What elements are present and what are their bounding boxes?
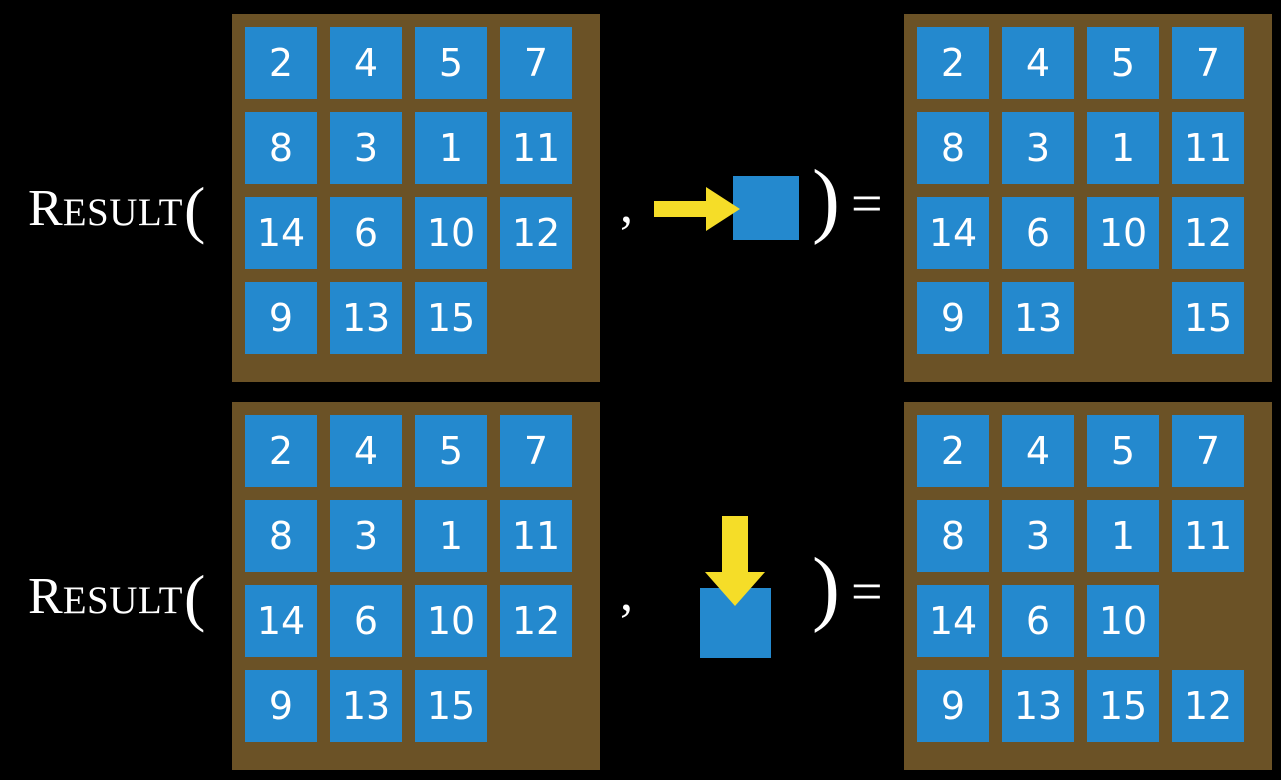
tile[interactable]: 2 <box>917 415 989 487</box>
tile[interactable]: 5 <box>415 27 487 99</box>
tile[interactable]: 10 <box>1087 585 1159 657</box>
tile[interactable]: 2 <box>245 27 317 99</box>
tile[interactable]: 10 <box>415 585 487 657</box>
blank-tile <box>1087 282 1159 354</box>
tile[interactable]: 3 <box>1002 112 1074 184</box>
input-grid-bottom: 2 4 5 7 8 3 1 11 14 6 10 12 9 13 15 <box>232 402 600 770</box>
tile[interactable]: 11 <box>500 112 572 184</box>
tile[interactable]: 14 <box>245 197 317 269</box>
tile[interactable]: 10 <box>1087 197 1159 269</box>
tile[interactable]: 5 <box>1087 415 1159 487</box>
tile[interactable]: 12 <box>1172 670 1244 742</box>
tile[interactable]: 15 <box>415 282 487 354</box>
tile[interactable]: 13 <box>1002 282 1074 354</box>
tile[interactable]: 9 <box>917 282 989 354</box>
tile[interactable]: 4 <box>330 415 402 487</box>
equals-row1: = <box>851 173 883 235</box>
move-right-action <box>650 170 810 250</box>
tile[interactable]: 6 <box>1002 197 1074 269</box>
tile[interactable]: 8 <box>917 500 989 572</box>
tile[interactable]: 8 <box>917 112 989 184</box>
blank-tile <box>500 670 572 742</box>
tile[interactable]: 12 <box>500 197 572 269</box>
tile[interactable]: 3 <box>1002 500 1074 572</box>
tile[interactable]: 11 <box>1172 500 1244 572</box>
arrow-right-icon <box>654 187 740 231</box>
move-down-action <box>690 510 800 670</box>
tile[interactable]: 9 <box>917 670 989 742</box>
close-paren-row2: ) <box>812 541 840 634</box>
open-paren-row2: ( <box>183 562 206 633</box>
tile[interactable]: 13 <box>330 670 402 742</box>
tile[interactable]: 9 <box>245 670 317 742</box>
tile[interactable]: 7 <box>500 27 572 99</box>
tile[interactable]: 4 <box>1002 415 1074 487</box>
tile[interactable]: 1 <box>1087 112 1159 184</box>
tile[interactable]: 2 <box>245 415 317 487</box>
action-tile-row1[interactable] <box>733 176 799 240</box>
result-label-smallcaps: ESULT <box>62 191 183 234</box>
tile[interactable]: 1 <box>1087 500 1159 572</box>
tile[interactable]: 4 <box>1002 27 1074 99</box>
tile[interactable]: 4 <box>330 27 402 99</box>
tile[interactable]: 12 <box>1172 197 1244 269</box>
tile[interactable]: 6 <box>1002 585 1074 657</box>
input-grid-top: 2 4 5 7 8 3 1 11 14 6 10 12 9 13 15 <box>232 14 600 382</box>
tile[interactable]: 15 <box>1172 282 1244 354</box>
tile[interactable]: 8 <box>245 112 317 184</box>
tile[interactable]: 3 <box>330 500 402 572</box>
tile[interactable]: 11 <box>500 500 572 572</box>
tile[interactable]: 8 <box>245 500 317 572</box>
tile[interactable]: 15 <box>415 670 487 742</box>
result-label-capital: R <box>28 180 63 237</box>
tile[interactable]: 13 <box>1002 670 1074 742</box>
tile[interactable]: 7 <box>1172 27 1244 99</box>
blank-tile <box>1172 585 1244 657</box>
arrow-down-icon <box>705 516 765 606</box>
comma-row2: , <box>620 565 633 622</box>
close-paren-row1: ) <box>812 153 840 246</box>
tile[interactable]: 2 <box>917 27 989 99</box>
tile[interactable]: 5 <box>415 415 487 487</box>
tile[interactable]: 9 <box>245 282 317 354</box>
tile[interactable]: 13 <box>330 282 402 354</box>
tile[interactable]: 1 <box>415 112 487 184</box>
result-label-capital: R <box>28 568 63 625</box>
output-grid-top: 2 4 5 7 8 3 1 11 14 6 10 12 9 13 15 <box>904 14 1272 382</box>
comma-row1: , <box>620 177 633 234</box>
tile[interactable]: 7 <box>500 415 572 487</box>
tile[interactable]: 5 <box>1087 27 1159 99</box>
tile[interactable]: 14 <box>917 585 989 657</box>
output-grid-bottom: 2 4 5 7 8 3 1 11 14 6 10 9 13 15 12 <box>904 402 1272 770</box>
tile[interactable]: 14 <box>917 197 989 269</box>
tile[interactable]: 14 <box>245 585 317 657</box>
tile[interactable]: 6 <box>330 585 402 657</box>
tile[interactable]: 10 <box>415 197 487 269</box>
tile[interactable]: 15 <box>1087 670 1159 742</box>
tile[interactable]: 12 <box>500 585 572 657</box>
tile[interactable]: 7 <box>1172 415 1244 487</box>
tile[interactable]: 3 <box>330 112 402 184</box>
result-label-smallcaps: ESULT <box>62 579 183 622</box>
tile[interactable]: 6 <box>330 197 402 269</box>
tile[interactable]: 11 <box>1172 112 1244 184</box>
tile[interactable]: 1 <box>415 500 487 572</box>
equals-row2: = <box>851 561 883 623</box>
open-paren-row1: ( <box>183 174 206 245</box>
blank-tile <box>500 282 572 354</box>
